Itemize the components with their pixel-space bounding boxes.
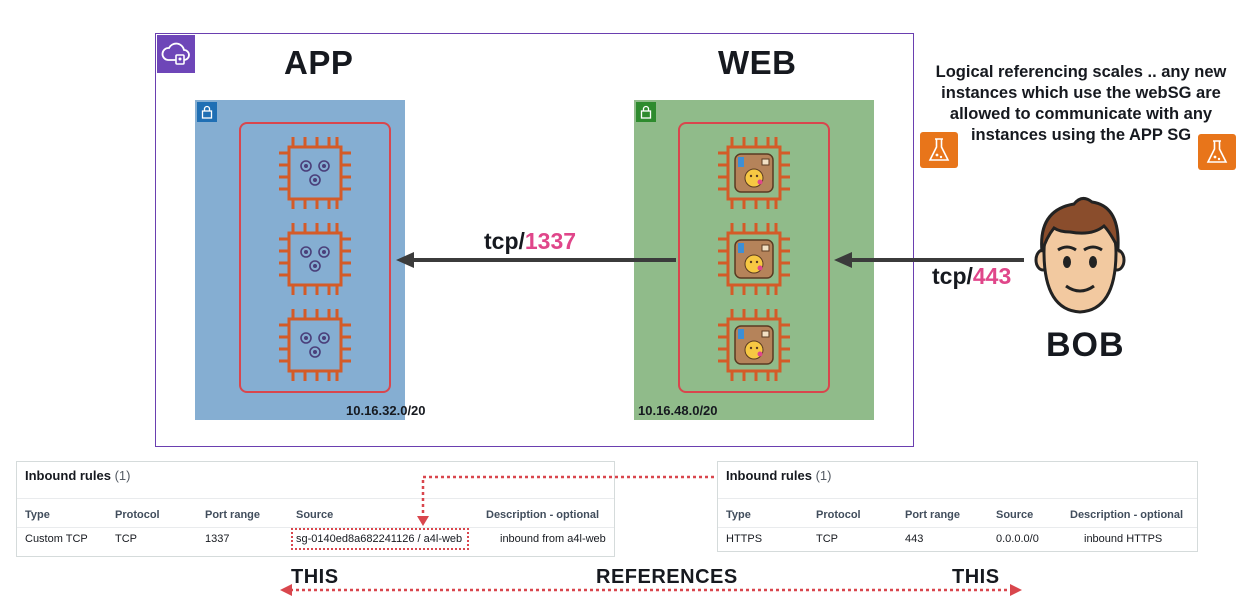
- column-header: Protocol: [816, 509, 861, 521]
- column-header: Source: [296, 509, 334, 521]
- public-subnet-lock-icon: [636, 102, 656, 122]
- app-title: APP: [284, 44, 354, 81]
- bob-avatar-icon: [1030, 192, 1130, 325]
- vpc-boundary: [155, 33, 914, 447]
- web-subnet-cidr: 10.16.48.0/20: [638, 403, 718, 418]
- footer-references: REFERENCES: [596, 566, 738, 588]
- web-ec2-instance-icon: [714, 133, 794, 218]
- rule-protocol: TCP: [816, 533, 838, 545]
- column-header: Description - optional: [1070, 509, 1184, 521]
- web-to-app-arrow: [396, 250, 676, 275]
- rule-source: 0.0.0.0/0: [996, 533, 1039, 545]
- app-ec2-instance-icon: [275, 133, 355, 218]
- bob-flow-label: tcp/443: [932, 263, 1012, 289]
- web-inbound-rules-table: Inbound rules (1) Type Protocol Port ran…: [717, 461, 1198, 552]
- web-ec2-instance-icon: [714, 219, 794, 304]
- app-flow-label: tcp/1337: [484, 228, 577, 254]
- rule-description: inbound from a4l-web: [500, 533, 606, 545]
- column-header: Port range: [205, 509, 261, 521]
- source-highlight-box: [291, 528, 469, 550]
- bob-label: BOB: [1046, 326, 1125, 364]
- footer-this-left: THIS: [291, 566, 339, 588]
- flask-icon: [920, 132, 958, 168]
- app-subnet: [195, 100, 405, 420]
- rule-port-range: 1337: [205, 533, 230, 545]
- column-header: Description - optional: [486, 509, 600, 521]
- web-title: WEB: [718, 44, 797, 81]
- column-header: Source: [996, 509, 1034, 521]
- column-header: Port range: [905, 509, 961, 521]
- web-ec2-instance-icon: [714, 305, 794, 390]
- logical-referencing-note: Logical referencing scales .. any new in…: [935, 63, 1227, 144]
- divider: [17, 498, 614, 499]
- table-title: Inbound rules (1): [726, 468, 832, 483]
- footer-this-right: THIS: [952, 566, 1000, 588]
- column-header: Type: [25, 509, 50, 521]
- rule-port-range: 443: [905, 533, 924, 545]
- divider: [17, 527, 614, 528]
- app-ec2-instance-icon: [275, 305, 355, 390]
- rule-description: inbound HTTPS: [1084, 533, 1163, 545]
- app-security-group: [239, 122, 391, 393]
- private-subnet-lock-icon: [197, 102, 217, 122]
- table-title: Inbound rules (1): [25, 468, 131, 483]
- column-header: Protocol: [115, 509, 160, 521]
- rule-type: HTTPS: [726, 533, 763, 545]
- divider: [718, 498, 1197, 499]
- web-security-group: [678, 122, 830, 393]
- app-subnet-cidr: 10.16.32.0/20: [346, 403, 426, 418]
- flask-icon: [1198, 134, 1236, 170]
- app-ec2-instance-icon: [275, 219, 355, 304]
- rule-source: sg-0140ed8a682241126 / a4l-web: [296, 533, 463, 545]
- bob-to-web-arrow: [834, 250, 1024, 275]
- rule-protocol: TCP: [115, 533, 137, 545]
- rule-type: Custom TCP: [25, 533, 88, 545]
- vpc-cloud-icon: [157, 35, 195, 73]
- divider: [718, 527, 1197, 528]
- column-header: Type: [726, 509, 751, 521]
